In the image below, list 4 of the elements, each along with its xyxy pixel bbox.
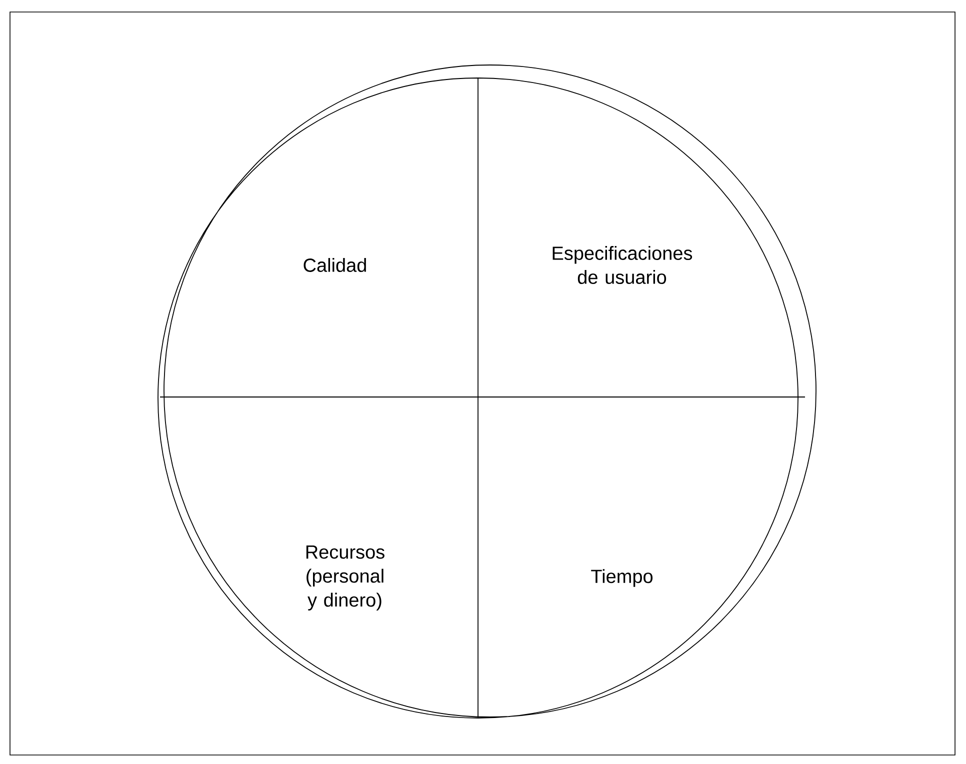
quadrant-label: Especificaciones de usuario: [552, 246, 692, 284]
quadrant-label: Calidad: [304, 258, 366, 272]
quadrant-label: Tiempo: [591, 569, 653, 587]
quadrant-label: Recursos (personal y dinero): [306, 546, 384, 610]
